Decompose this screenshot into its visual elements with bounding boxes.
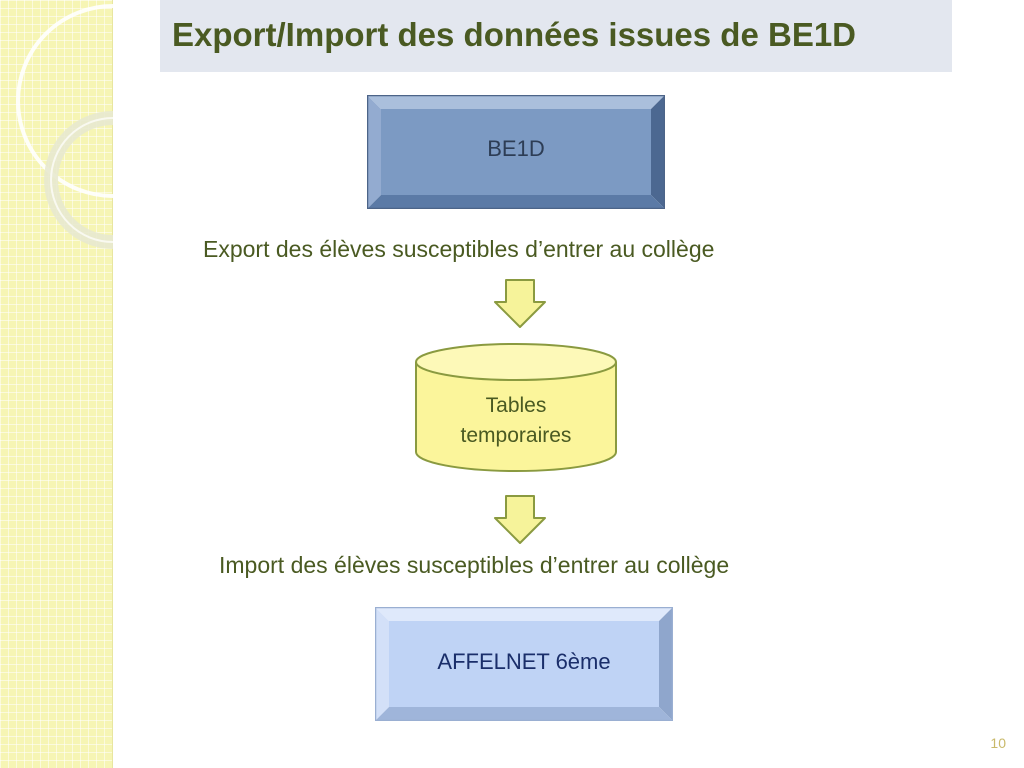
storage-label-line2: temporaires [460,424,572,447]
down-arrow-icon [494,495,546,544]
storage-label-line1: Tables [485,394,547,417]
down-arrow-icon [494,279,546,328]
import-step-label: Import des élèves susceptibles d’entrer … [219,552,730,578]
title-band [160,0,952,72]
affelnet-label: AFFELNET 6ème [437,649,611,674]
be1d-label: BE1D [487,136,545,161]
decorative-rings [16,4,113,249]
database-cylinder-shape [415,343,617,472]
tables-cylinder: Tables temporaires [414,342,618,474]
be1d-box: BE1D [367,95,665,209]
be1d-box-shape [367,95,665,209]
slide-title: Export/Import des données issues de BE1D [172,16,857,53]
affelnet-box: AFFELNET 6ème [375,607,673,721]
export-step-label: Export des élèves susceptibles d’entrer … [203,236,715,262]
slide-number: 10 [990,735,1006,751]
affelnet-box-shape [375,607,673,721]
decorative-side-band [0,0,113,768]
